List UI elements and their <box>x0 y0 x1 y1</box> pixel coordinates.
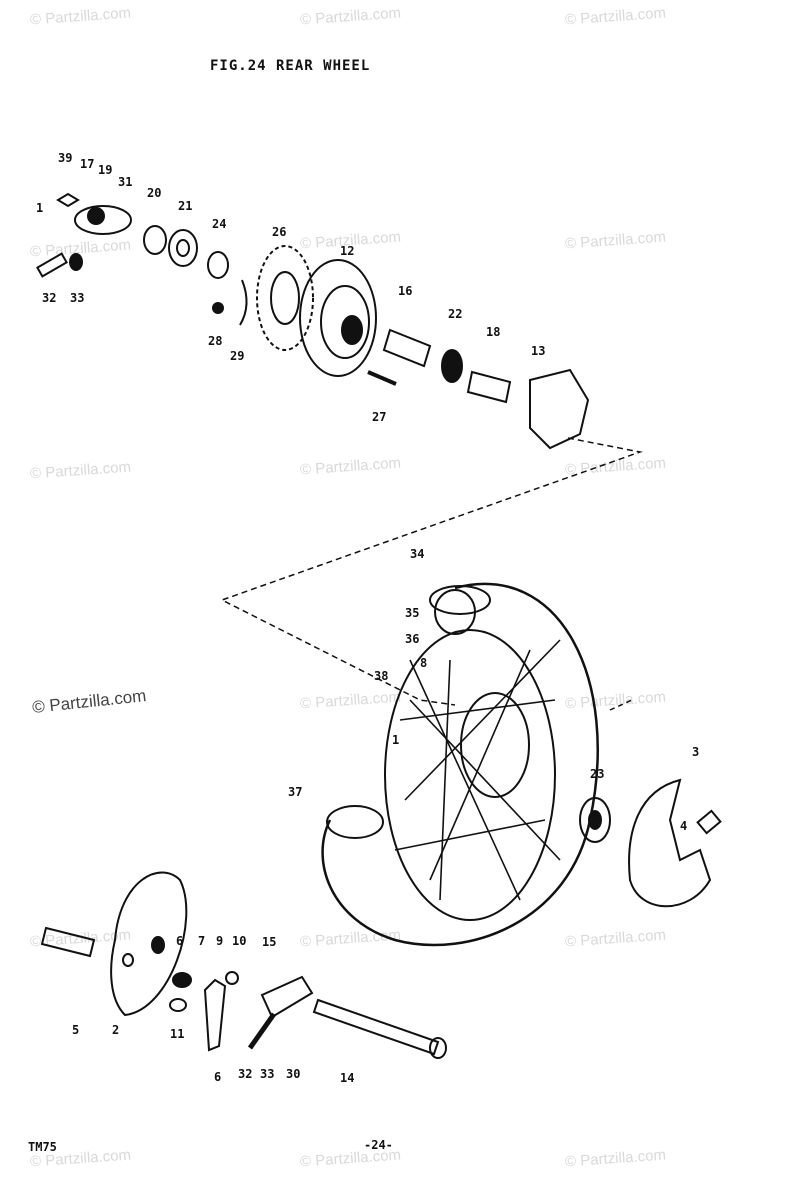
callout: 30 <box>286 1067 300 1081</box>
torque-link-30 <box>260 975 314 1019</box>
oil-seal-24 <box>207 251 229 279</box>
collar-20 <box>143 225 167 255</box>
callout: 16 <box>398 284 412 298</box>
hub-1 <box>460 692 530 798</box>
bolt-32 <box>36 252 68 278</box>
spacer-5 <box>40 926 96 958</box>
tube-35 <box>429 585 491 615</box>
valve-37 <box>326 805 384 839</box>
callout: 2 <box>112 1023 119 1037</box>
bearing-21 <box>168 229 198 267</box>
rim-band-36 <box>434 589 476 635</box>
callout: 29 <box>230 349 244 363</box>
callout: 23 <box>590 767 604 781</box>
callout: 20 <box>147 186 161 200</box>
callout: 35 <box>405 606 419 620</box>
callout: 6 <box>214 1070 221 1084</box>
spokes <box>394 639 561 901</box>
callout: 3 <box>692 745 699 759</box>
callout: 28 <box>208 334 222 348</box>
assembly-line <box>220 437 643 706</box>
callout: 33 <box>260 1067 274 1081</box>
callout: 15 <box>262 935 276 949</box>
callout: 19 <box>98 163 112 177</box>
callout: 27 <box>372 410 386 424</box>
callout-labels: 39 17 19 31 1 32 33 20 21 24 28 29 26 12… <box>36 151 699 1085</box>
callout: 38 <box>374 669 388 683</box>
callout: 36 <box>405 632 419 646</box>
tire-34 <box>321 582 599 947</box>
spacer-18 <box>466 370 512 404</box>
rim-spokes-38 <box>384 629 556 921</box>
callout: 34 <box>410 547 424 561</box>
spring-4 <box>696 809 722 835</box>
callout: 18 <box>486 325 500 339</box>
callout: 17 <box>80 157 94 171</box>
callout: 7 <box>198 934 205 948</box>
callout: 32 <box>238 1067 252 1081</box>
callout: 26 <box>272 225 286 239</box>
bolt-10 <box>225 971 239 985</box>
callout: 32 <box>42 291 56 305</box>
figure-title: FIG.24 REAR WHEEL <box>210 58 371 74</box>
callout: 14 <box>340 1071 354 1085</box>
sprocket-drum-12 <box>299 259 377 377</box>
sprocket-26 <box>256 245 314 351</box>
callout: 33 <box>70 291 84 305</box>
callout: 4 <box>680 819 687 833</box>
brake-arm-plate <box>74 205 132 235</box>
brake-shoe-3 <box>628 778 712 908</box>
cam-lever-6 <box>203 978 227 1052</box>
page-number: -24- <box>364 1138 393 1152</box>
spring-part <box>56 192 80 208</box>
lock-washer-29 <box>239 279 248 326</box>
callout: 5 <box>72 1023 79 1037</box>
callout: 12 <box>340 244 354 258</box>
bolt-32b <box>247 1012 277 1050</box>
callout: 13 <box>531 344 545 358</box>
brake-panel-2 <box>110 871 188 1017</box>
bearing-22 <box>441 349 463 383</box>
callout: 1 <box>36 201 43 215</box>
washer-11 <box>169 998 187 1012</box>
bolt-27 <box>367 370 397 386</box>
cush-rubber-13 <box>529 368 590 450</box>
spacer-16 <box>382 328 432 368</box>
callout: 10 <box>232 934 246 948</box>
callout: 1 <box>392 733 399 747</box>
callout: 9 <box>216 934 223 948</box>
seal-8 <box>172 972 192 988</box>
washer-33 <box>69 253 83 271</box>
callout: 21 <box>178 199 192 213</box>
nut-28 <box>212 302 224 314</box>
callout: 24 <box>212 217 226 231</box>
callout: 11 <box>170 1027 184 1041</box>
axle-14 <box>312 998 440 1056</box>
callout: 31 <box>118 175 132 189</box>
callout: 22 <box>448 307 462 321</box>
callout: 8 <box>420 656 427 670</box>
callout: 6 <box>176 934 183 948</box>
callout: 37 <box>288 785 302 799</box>
bearing-23 <box>579 797 611 843</box>
model-code: TM75 <box>28 1140 57 1154</box>
callout: 39 <box>58 151 72 165</box>
